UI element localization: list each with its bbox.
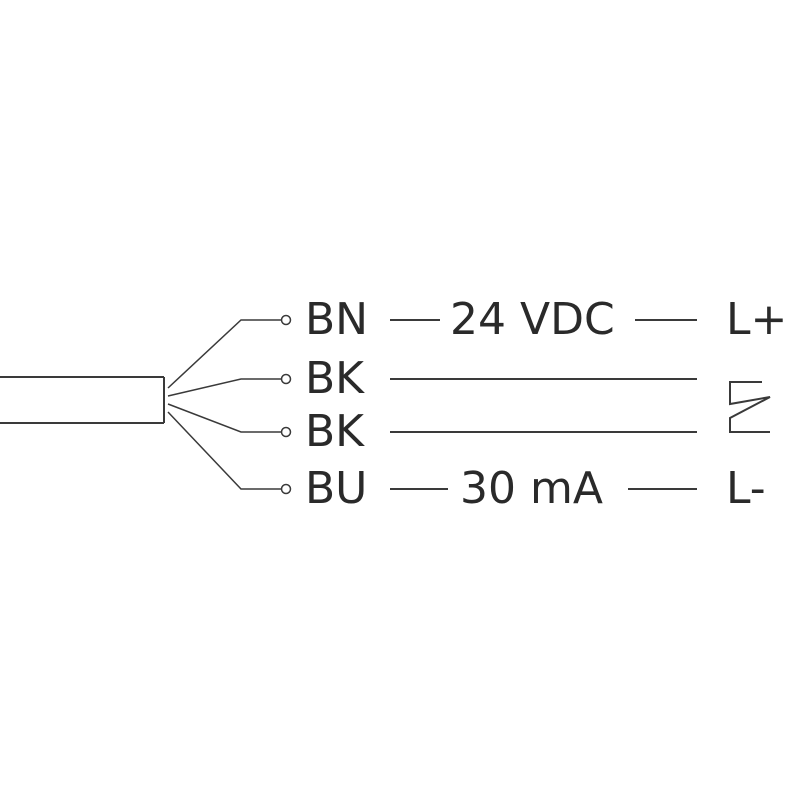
wire-code-bn: BN	[305, 294, 369, 345]
wire-bk2-lead	[167, 403, 281, 433]
wire-bn-lead	[167, 319, 281, 389]
wire-code-bu: BU	[305, 463, 368, 514]
wire-fanout	[167, 319, 281, 490]
wire-code-bk-1: BK	[305, 353, 365, 404]
terminal-ring-icon	[280, 426, 292, 438]
terminal-rings	[280, 314, 292, 495]
terminal-l-plus: L+	[726, 294, 788, 345]
wire-code-bk-2: BK	[305, 406, 365, 457]
terminal-l-minus: L-	[726, 463, 766, 514]
wire-bk1-lead	[167, 378, 281, 397]
terminal-ring-icon	[280, 483, 292, 495]
supply-voltage-label: 24 VDC	[450, 294, 615, 345]
cable-end-icon	[0, 376, 165, 424]
terminal-ring-icon	[280, 314, 292, 326]
connection-lines	[390, 319, 697, 490]
wire-bu-lead	[167, 411, 281, 490]
switch-output-icon	[729, 381, 771, 433]
current-rating-label: 30 mA	[460, 463, 603, 514]
terminal-ring-icon	[280, 373, 292, 385]
